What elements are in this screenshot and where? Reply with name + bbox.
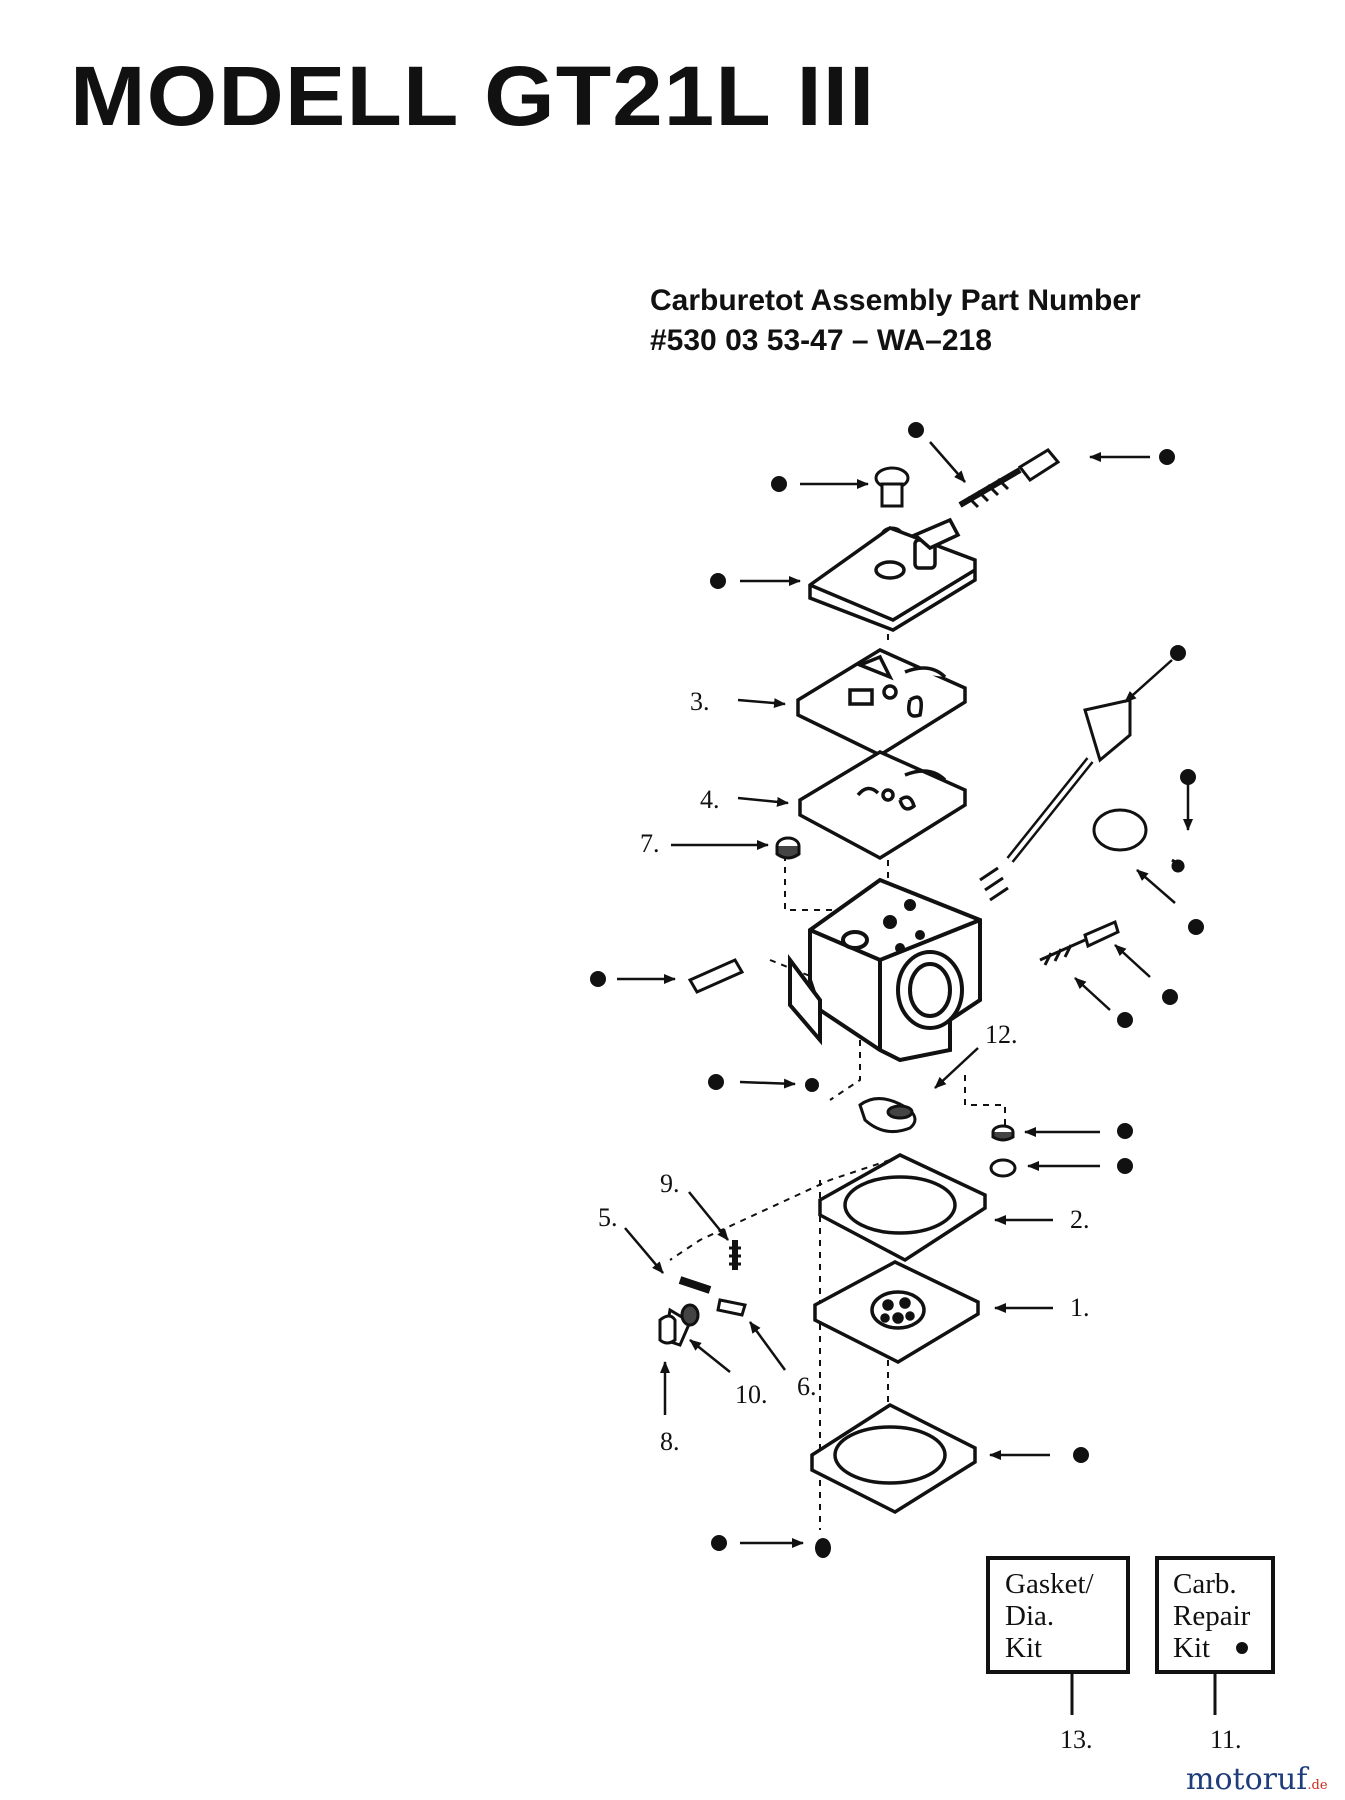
carb-repair-kit-box: Carb. Repair Kit bbox=[1155, 1556, 1275, 1715]
metering-diaphragm bbox=[813, 1260, 980, 1364]
adjusting-needle bbox=[1039, 919, 1120, 966]
callout-9: 9. bbox=[660, 1169, 680, 1198]
callout-7: 7. bbox=[640, 829, 660, 858]
callout-1: 1. bbox=[1070, 1293, 1090, 1322]
gasket-kit-line3: Kit bbox=[1005, 1632, 1042, 1664]
metering-cover bbox=[810, 1402, 977, 1515]
metering-gasket bbox=[818, 1153, 987, 1263]
throttle-shaft bbox=[979, 698, 1185, 902]
pump-diaphragm bbox=[798, 750, 967, 861]
page-title: MODELL GT21L III bbox=[70, 49, 876, 143]
callout-5: 5. bbox=[598, 1203, 618, 1232]
pump-cover bbox=[808, 517, 977, 632]
spring-screw bbox=[958, 448, 1061, 509]
repair-kit-line2: Repair bbox=[1173, 1600, 1251, 1632]
assembly-part-number: #530 03 53-47 – WA–218 bbox=[650, 324, 992, 357]
carburetor-body bbox=[788, 877, 982, 1063]
callout-3: 3. bbox=[690, 687, 710, 716]
gasket-dia-kit-box: Gasket/ Dia. Kit bbox=[986, 1556, 1130, 1715]
callout-6: 6. bbox=[797, 1372, 817, 1401]
callout-11: 11. bbox=[1210, 1725, 1242, 1754]
pump-gasket bbox=[796, 648, 967, 757]
metering-lever bbox=[858, 1097, 917, 1134]
callout-8: 8. bbox=[660, 1427, 680, 1456]
washer-seals bbox=[989, 1124, 1017, 1178]
repair-kit-line1: Carb. bbox=[1173, 1568, 1237, 1600]
gasket-kit-line2: Dia. bbox=[1005, 1600, 1054, 1632]
bottom-screw bbox=[815, 1538, 831, 1558]
callout-13: 13. bbox=[1060, 1725, 1093, 1754]
leader-arrows bbox=[617, 441, 1193, 1548]
part-marker-dots bbox=[590, 422, 1204, 1551]
watermark-suffix: .de bbox=[1307, 1778, 1328, 1793]
inlet-needle-parts bbox=[658, 1240, 747, 1347]
left-pin bbox=[687, 958, 745, 994]
callout-4: 4. bbox=[700, 785, 720, 814]
gasket-kit-line1: Gasket/ bbox=[1005, 1568, 1095, 1600]
callout-labels: 3. 4. 7. 12. 2. 1. 9. 5. 10. 6. 8. 13. 1… bbox=[598, 687, 1242, 1754]
watermark-logo: motoruf.de bbox=[1186, 1762, 1328, 1797]
repair-kit-line3: Kit bbox=[1173, 1632, 1210, 1664]
small-ball-left bbox=[805, 1078, 819, 1092]
assembly-title: Carburetot Assembly Part Number bbox=[650, 284, 1141, 317]
callout-2: 2. bbox=[1070, 1205, 1090, 1234]
callout-12: 12. bbox=[985, 1020, 1018, 1049]
plug-part-7 bbox=[775, 836, 801, 860]
callout-10: 10. bbox=[735, 1380, 768, 1409]
watermark-brand: motoruf bbox=[1186, 1762, 1308, 1797]
